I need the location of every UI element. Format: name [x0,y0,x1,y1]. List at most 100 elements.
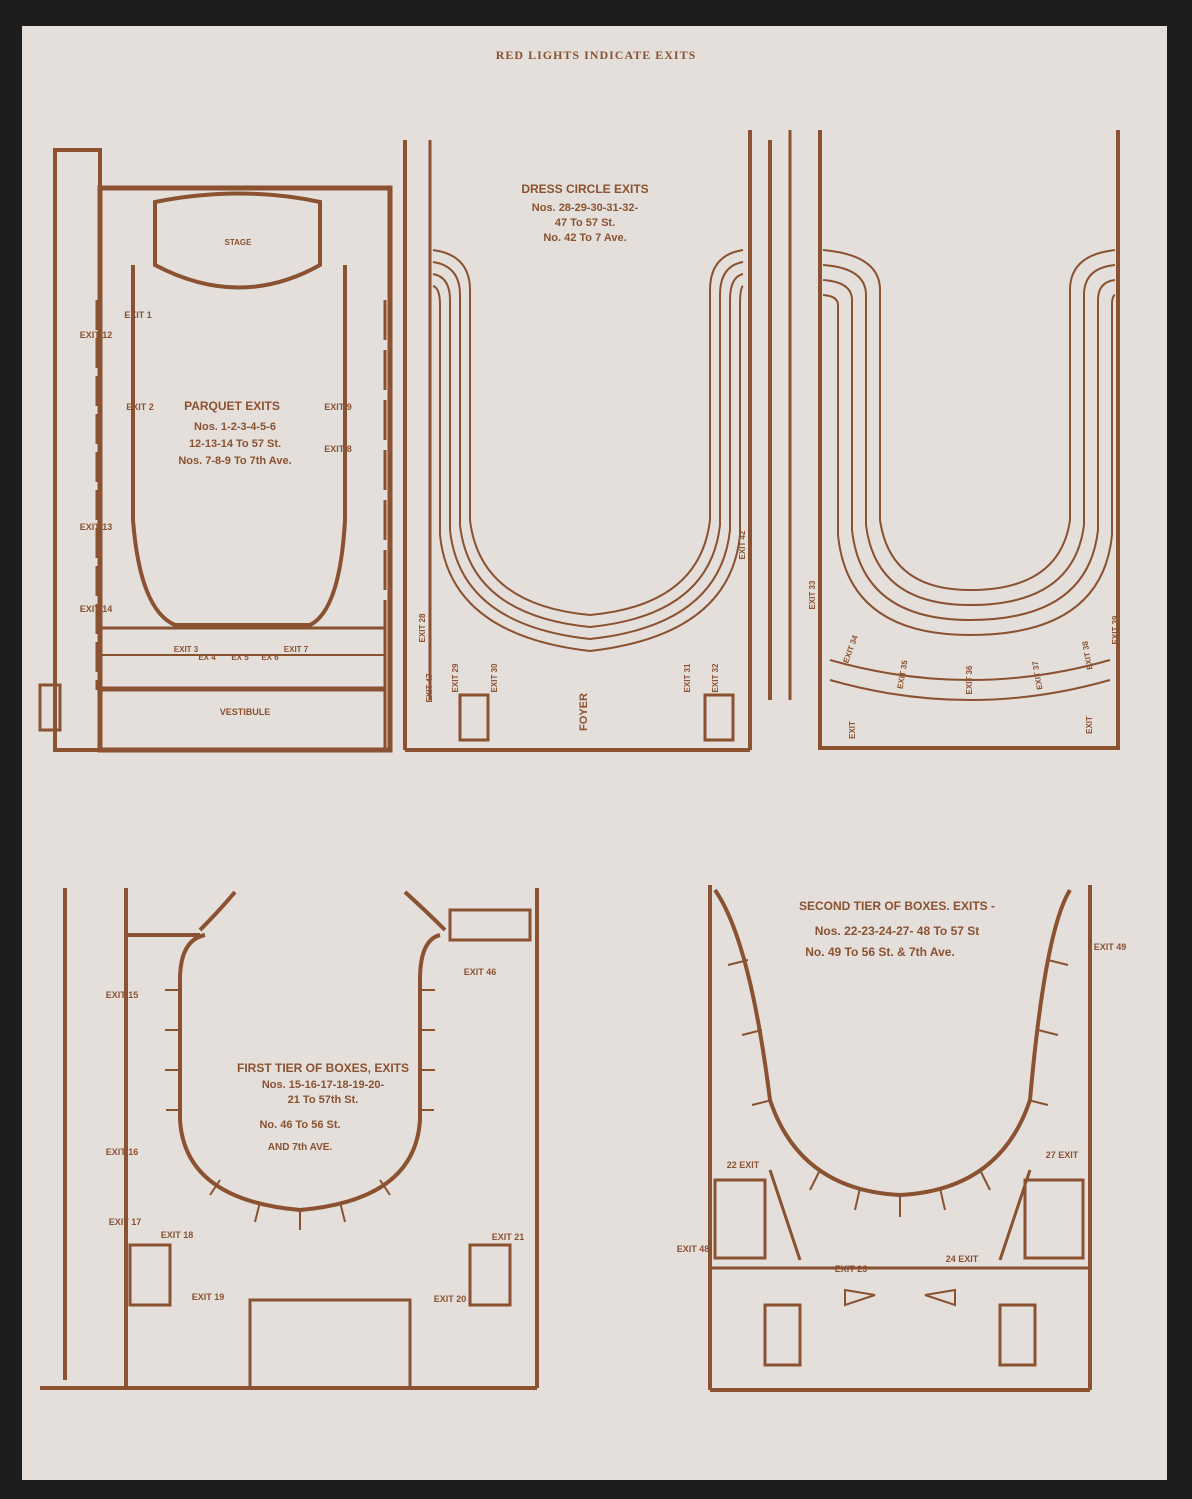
second-tier-partition-b1 [809,1169,821,1191]
first-tier-partition-b2 [254,1201,261,1223]
second-tier-plan: SECOND TIER OF BOXES. EXITS - Nos. 22-23… [677,885,1127,1392]
exit-31-label: EXIT 31 [683,663,692,692]
exit-47-label: EXIT 47 [425,673,434,702]
paper-sheet [22,26,1167,1480]
exit-34-label: EXIT 34 [841,634,860,665]
gallery-plan: EXIT 33 EXIT 34 EXIT 35 EXIT 36 EXIT 37 … [768,130,1120,750]
gallery-exit-left-label: EXIT [848,721,857,739]
parquet-side-corridor [53,148,102,752]
dress-circle-line-1: Nos. 28-29-30-31-32- [532,202,639,214]
exit-36-label: EXIT 36 [965,665,974,694]
gallery-row-2 [822,264,1116,607]
first-tier-line-4: AND 7th AVE. [268,1142,333,1153]
gallery-front-row-2 [829,679,1111,701]
exit-42-label: EXIT 42 [738,530,747,559]
dress-circle-heading: DRESS CIRCLE EXITS [521,182,648,196]
gallery-seat-rows [822,249,1116,701]
exit-33-label: EXIT 33 [808,580,817,609]
dress-circle-row-3 [432,273,744,641]
second-tier-stair-left [713,1178,767,1260]
exit-5-label: EX 5 [231,653,249,662]
exit-24-label: 24 EXIT [946,1254,979,1264]
dress-circle-line-2: 47 To 57 St. [555,217,615,229]
exit-6-label: EX 6 [261,653,279,662]
dress-circle-row-1 [432,249,744,617]
vestibule-area [98,688,387,752]
gallery-row-3 [822,279,1116,622]
first-tier-right-door-arc [403,890,447,932]
first-tier-partition-b1 [209,1179,221,1196]
parquet-line-1: Nos. 1-2-3-4-5-6 [194,421,276,433]
second-tier-partition-r3 [1047,959,1069,966]
second-tier-partition-r2 [1037,1029,1059,1036]
dress-circle-seat-rows [432,249,744,653]
parquet-lobby [98,626,387,690]
exit-29-label: EXIT 29 [451,663,460,692]
exit-49-label: EXIT 49 [1094,942,1127,952]
exit-39-label: EXIT 39 [1111,615,1120,644]
vestibule-label: VESTIBULE [220,707,271,717]
exit-7-label: EXIT 7 [284,645,309,654]
exit-14-label: EXIT 14 [80,604,113,614]
second-tier-door-left [844,1288,876,1307]
dress-circle-plan: DRESS CIRCLE EXITS Nos. 28-29-30-31-32- … [403,130,752,752]
second-tier-partition-l2 [741,1029,763,1036]
second-tier-lower-stair-right [998,1303,1037,1367]
first-tier-heading: FIRST TIER OF BOXES, EXITS [237,1061,409,1075]
first-tier-partition-b4 [339,1201,346,1223]
exit-13-label: EXIT 13 [80,522,113,532]
first-tier-stair-top [448,908,532,942]
first-tier-plan: FIRST TIER OF BOXES, EXITS Nos. 15-16-17… [40,888,539,1390]
exit-4-label: EX 4 [198,653,216,662]
parquet-plan: STAGE VESTIBULE PARQUET EXITS Nos. 1-2-3… [38,148,393,753]
exit-9-label: EXIT 9 [324,402,352,412]
second-tier-partition-l3 [751,1099,773,1106]
gallery-front-row-1 [829,659,1111,681]
second-tier-box-partitions [727,959,1069,1217]
gallery-exit-right-label: EXIT [1085,716,1094,734]
first-tier-center-room [248,1298,412,1390]
dress-circle-row-4 [432,285,744,653]
first-tier-line-2: 21 To 57th St. [288,1094,359,1106]
exit-28-label: EXIT 28 [418,613,427,642]
foyer-label: FOYER [578,693,590,731]
first-tier-stair-right [468,1243,512,1307]
second-tier-stair-right [1023,1178,1085,1260]
first-tier-stair-left [128,1243,172,1307]
first-tier-box-partitions [165,989,435,1230]
exit-23-label: EXIT 23 [835,1264,868,1274]
exit-35-label: EXIT 35 [896,659,910,690]
gallery-row-1 [822,249,1116,592]
exit-12-label: EXIT 12 [80,330,113,340]
exit-1-label: EXIT 1 [124,310,152,320]
exit-2-label: EXIT 2 [126,402,154,412]
parquet-side-room [38,683,62,732]
parquet-line-2: 12-13-14 To 57 St. [189,438,281,450]
exit-22-label: 22 EXIT [727,1160,760,1170]
exit-19-label: EXIT 19 [192,1292,225,1302]
exit-32-label: EXIT 32 [711,663,720,692]
exit-21-label: EXIT 21 [492,1232,525,1242]
dress-circle-row-2 [432,261,744,629]
exit-3-label: EXIT 3 [174,645,199,654]
exit-15-label: EXIT 15 [106,990,139,1000]
exit-27-label: 27 EXIT [1046,1150,1079,1160]
second-tier-door-right [924,1288,956,1307]
first-tier-partition-b5 [379,1179,391,1196]
exit-17-label: EXIT 17 [109,1217,142,1227]
exit-16-label: EXIT 16 [106,1147,139,1157]
exit-46-label: EXIT 46 [464,967,497,977]
exit-48-label: EXIT 48 [677,1244,710,1254]
second-tier-heading: SECOND TIER OF BOXES. EXITS - [799,899,995,913]
second-tier-partition-r1 [1027,1099,1049,1106]
stage-label: STAGE [225,238,253,247]
page-title: RED LIGHTS INDICATE EXITS [495,48,697,62]
second-tier-partition-b2 [854,1187,861,1211]
exit-8-label: EXIT 8 [324,444,352,454]
exit-38-label: EXIT 38 [1081,640,1095,671]
exit-20-label: EXIT 20 [434,1294,467,1304]
second-tier-partition-b5 [979,1169,991,1191]
gallery-row-4 [822,294,1116,637]
first-tier-line-3: No. 46 To 56 St. [259,1119,340,1131]
